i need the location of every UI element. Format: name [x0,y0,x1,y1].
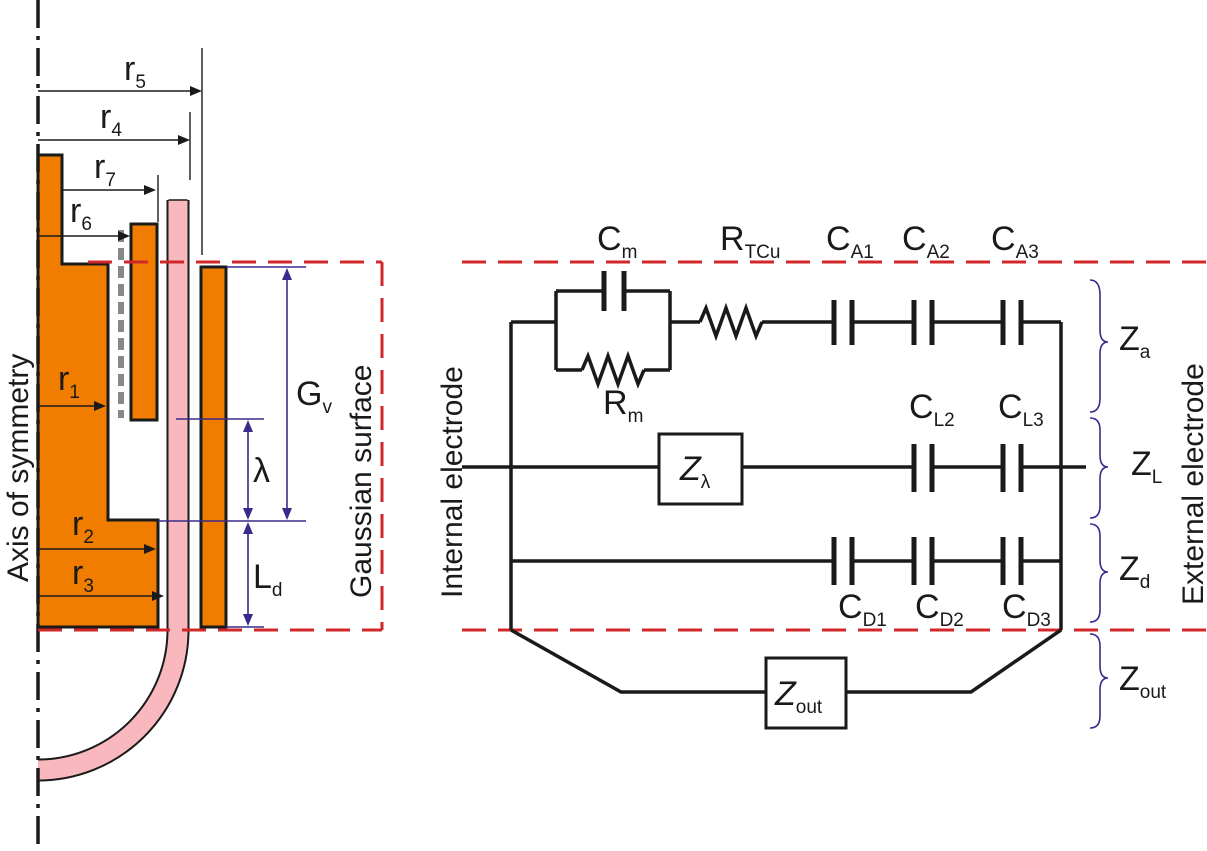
internal-electrode-label: Internal electrode [436,366,469,598]
rm-label: Rm [603,384,643,427]
internal-electrode-shape [36,153,160,629]
external-plate [199,265,228,629]
external-electrode-label: External electrode [1177,363,1207,605]
r7-label: r7 [94,148,116,191]
gaussian-surface-box [38,260,384,632]
gv-label: Gv [296,375,332,418]
r2-label: r2 [72,505,94,548]
dimension-lines-inner [38,401,164,601]
r3-label: r3 [72,554,94,597]
lambda-label: λ [253,452,270,490]
cl2-label: CL2 [909,388,955,431]
vertical-dimensions [158,266,306,628]
ca1-label: CA1 [826,220,874,263]
cd1-label: CD1 [838,588,887,631]
cl3-label: CL3 [998,388,1044,431]
z-out-box-label: Zout [774,675,823,718]
rtcu-label: RTCu [720,220,780,263]
gaussian-surface-label: Gaussian surface [345,365,378,598]
internal-plate [129,222,159,422]
cd2-label: CD2 [915,588,964,631]
r6-label: r6 [70,192,92,235]
za-label: Za [1119,320,1151,363]
axis-of-symmetry-label: Axis of symmetry [2,354,35,582]
zd-label: Zd [1119,550,1150,593]
r1-label: r1 [58,360,80,403]
zout-label: Zout [1119,660,1167,703]
dimension-lines-top [38,48,203,255]
ca2-label: CA2 [902,220,950,263]
z-out-box [764,656,848,730]
zl-label: ZL [1131,445,1162,488]
dielectric-tube-fill [37,200,188,780]
impedance-braces [1089,279,1109,729]
ld-label: Ld [253,558,283,601]
circuit-wires [462,271,1086,694]
cd3-label: CD3 [1002,588,1051,631]
z-lambda-box [657,432,744,506]
z-lambda-label: Zλ [679,450,711,493]
ca3-label: CA3 [991,220,1039,263]
r5-label: r5 [124,50,146,93]
r4-label: r4 [100,98,122,141]
cm-label: Cm [597,220,637,263]
